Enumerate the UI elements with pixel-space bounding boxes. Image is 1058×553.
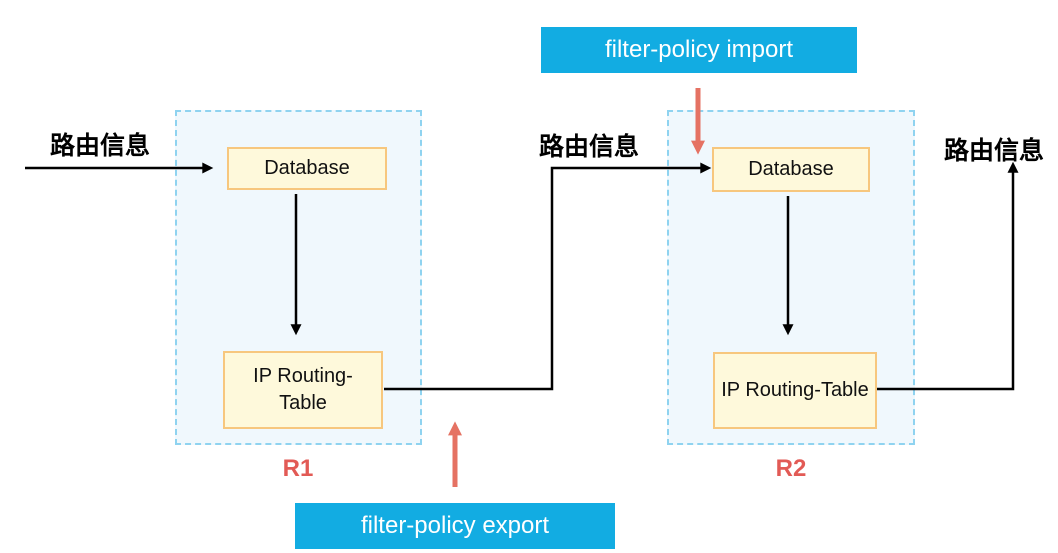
r1-to-r2-arrow xyxy=(384,162,712,391)
r1-routing-table-label: IP Routing-Table xyxy=(253,365,353,414)
filter-policy-export-text: filter-policy export xyxy=(360,512,550,539)
router-r1-name: R1 xyxy=(282,455,314,482)
r2-routing-table-label: IP Routing-Table xyxy=(721,379,869,401)
filter-policy-import-text: filter-policy import xyxy=(604,36,794,63)
router-r2-name: R2 xyxy=(775,455,807,482)
filter-policy-import-label: filter-policy import xyxy=(541,27,857,73)
filter-policy-export-label: filter-policy export xyxy=(295,503,615,549)
r1-routing-table-node: IP Routing-Table xyxy=(223,351,383,429)
r1-database-label: Database xyxy=(264,157,350,179)
route-info-out-label: 路由信息 xyxy=(943,137,1044,165)
route-info-in-label: 路由信息 xyxy=(49,132,150,160)
r2-database-label: Database xyxy=(748,158,834,180)
r2-routing-table-node: IP Routing-Table xyxy=(713,352,877,429)
r1-database-node: Database xyxy=(227,147,387,190)
r2-database-node: Database xyxy=(712,147,870,192)
route-info-mid-label: 路由信息 xyxy=(538,133,639,161)
